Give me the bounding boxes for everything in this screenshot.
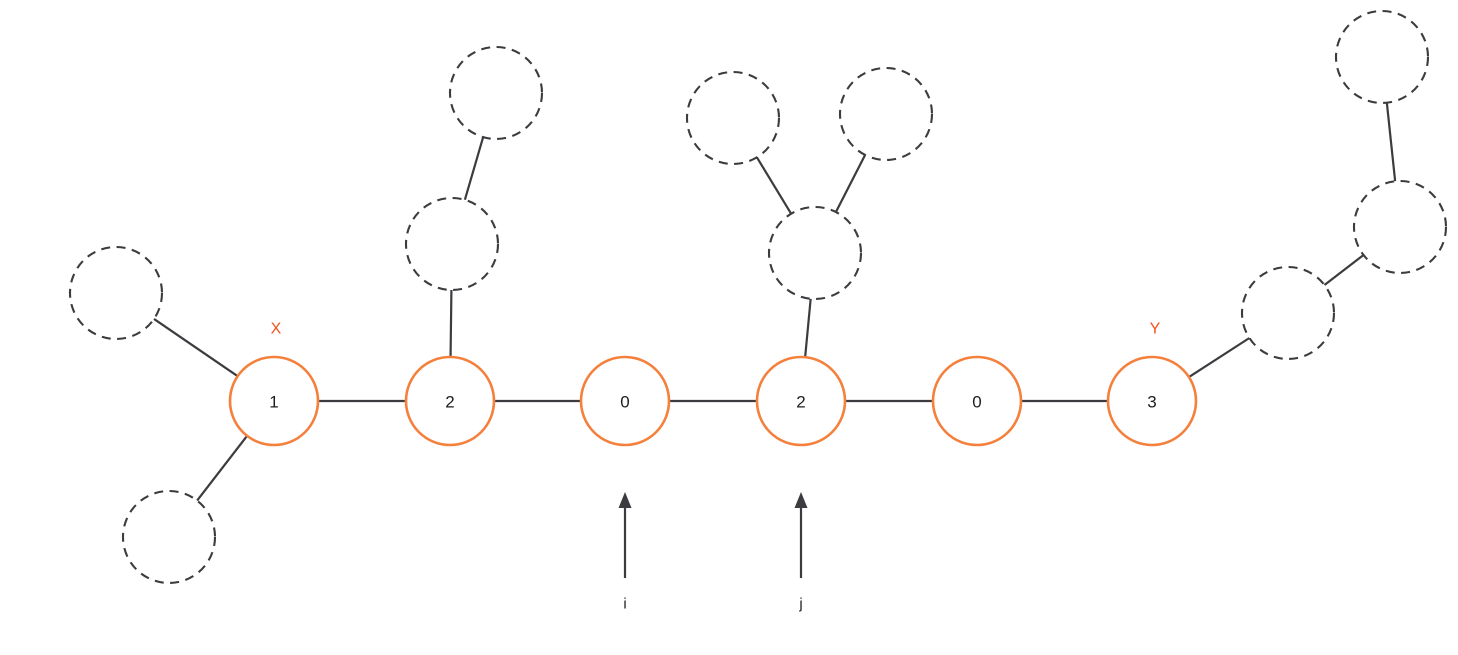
ghost-node-layer — [68, 9, 1448, 585]
chain-node[interactable] — [579, 355, 671, 447]
ghost-node — [404, 196, 500, 292]
chain-node-label: 2 — [796, 393, 805, 412]
graph-edge — [1323, 254, 1365, 286]
chain-node[interactable] — [1106, 355, 1198, 447]
chain-node[interactable] — [755, 355, 847, 447]
pointer-arrowhead — [794, 492, 808, 508]
graph-edge — [804, 298, 812, 358]
graph-edge — [1385, 102, 1397, 182]
ghost-node — [1240, 265, 1336, 361]
node-marker-label-x: X — [271, 321, 282, 338]
graph-edge — [449, 289, 453, 358]
ghost-node — [121, 489, 217, 585]
ghost-node — [448, 45, 544, 141]
pointer-label-i: i — [623, 596, 626, 613]
graph-edge — [196, 435, 248, 502]
chain-node-label: 1 — [269, 393, 278, 412]
graph-edge — [463, 136, 485, 201]
graph-edge — [153, 318, 239, 378]
graph-edge — [1188, 337, 1250, 379]
ghost-node — [838, 66, 934, 162]
graph-edge — [834, 154, 867, 213]
pointer-label-j: j — [798, 596, 802, 613]
chain-node[interactable] — [931, 355, 1023, 447]
chain-node-label: 3 — [1147, 393, 1156, 412]
chain-node[interactable] — [404, 355, 496, 447]
solid-node-layer: 1 2 0 2 0 3 — [228, 355, 1198, 447]
node-marker-label-y: Y — [1150, 321, 1161, 338]
graph-edge — [755, 156, 793, 215]
chain-node-label: 0 — [620, 393, 629, 412]
edge-layer — [153, 102, 1397, 502]
ghost-node — [68, 245, 164, 341]
ghost-node — [1334, 9, 1430, 105]
chain-node-label: 2 — [445, 393, 454, 412]
chain-node-label: 0 — [972, 393, 981, 412]
chain-node[interactable] — [228, 355, 320, 447]
pointer-arrowhead — [618, 492, 632, 508]
ghost-node — [1352, 179, 1448, 275]
ghost-node — [685, 70, 781, 166]
ghost-node — [767, 205, 863, 301]
